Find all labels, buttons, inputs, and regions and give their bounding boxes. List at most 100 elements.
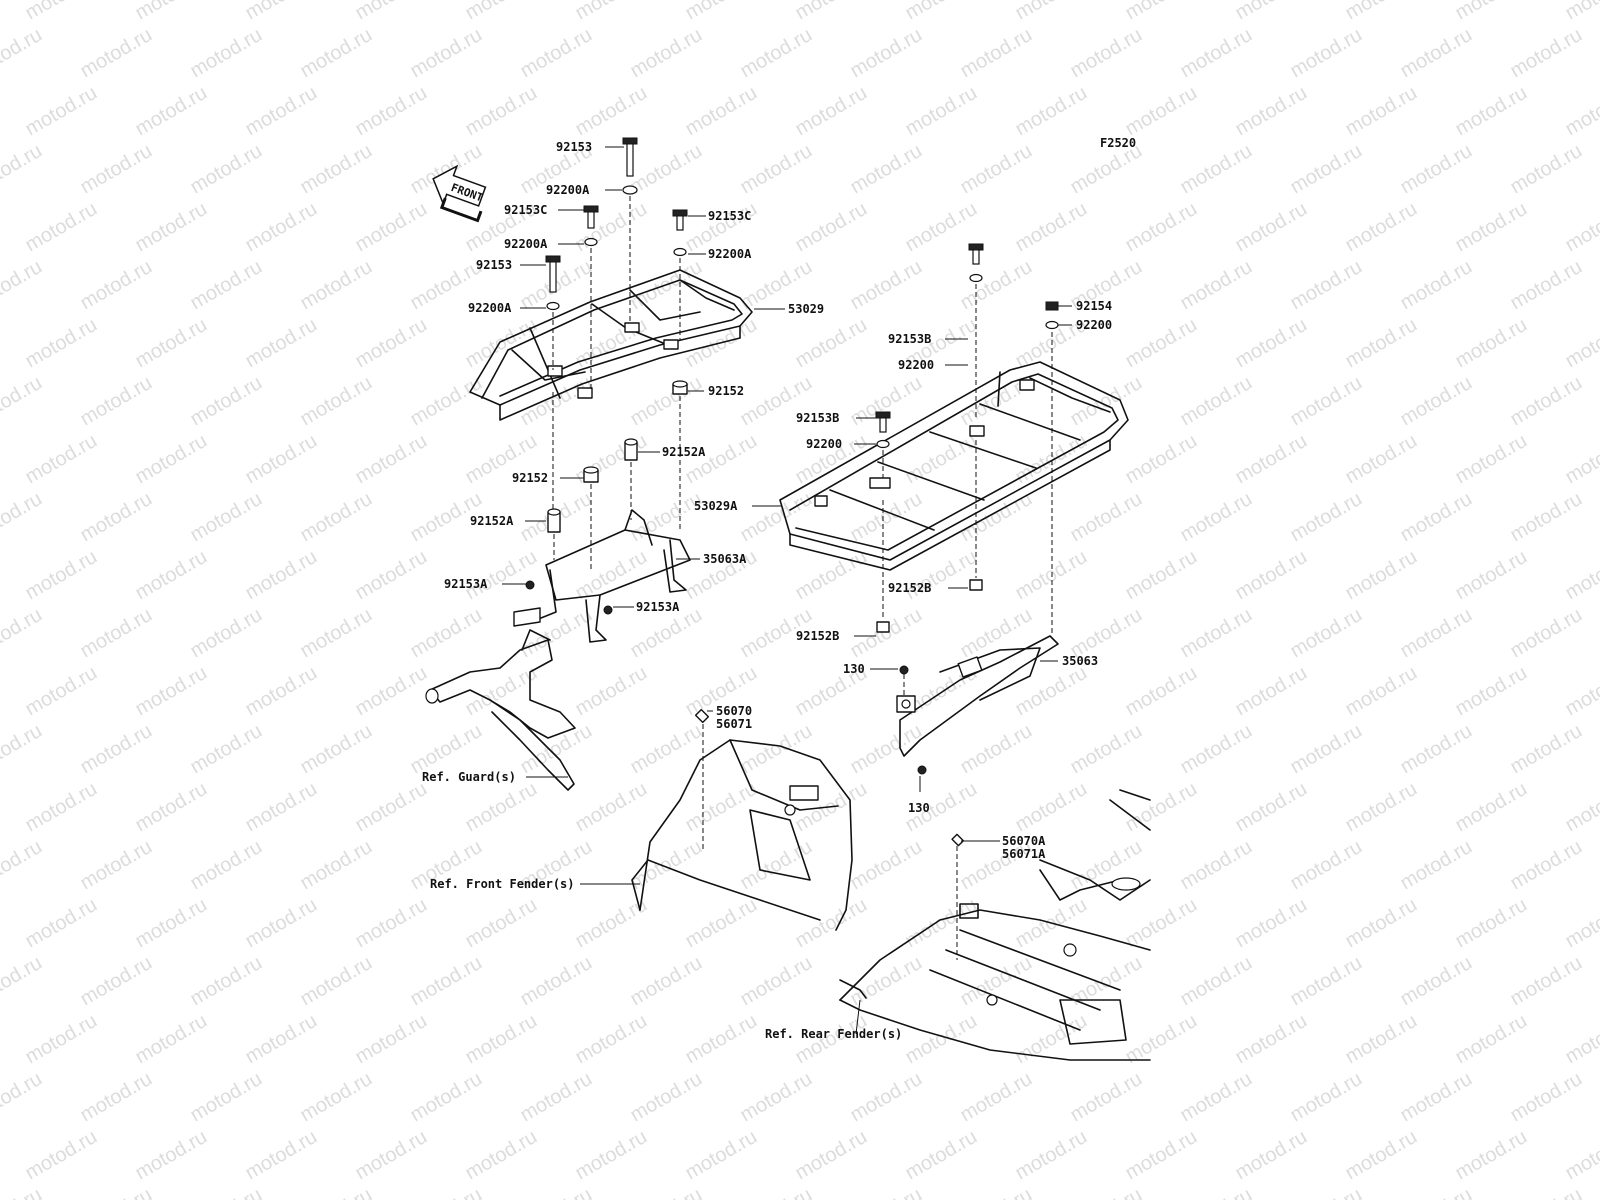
watermark-text: motod.ru (1452, 1126, 1531, 1185)
watermark-text: motod.ru (1507, 604, 1586, 663)
watermark-text: motod.ru (847, 604, 926, 663)
watermark-text: motod.ru (77, 604, 156, 663)
watermark-text: motod.ru (1232, 82, 1311, 141)
watermark-text: motod.ru (1562, 0, 1600, 24)
watermark-text: motod.ru (1342, 1126, 1421, 1185)
watermark-text: motod.ru (682, 82, 761, 141)
watermark-text: motod.ru (1122, 546, 1201, 605)
callout-56070: 56070 (716, 704, 752, 718)
watermark-text: motod.ru (77, 372, 156, 431)
watermark-text: motod.ru (1397, 140, 1476, 199)
watermark-text: motod.ru (22, 662, 101, 721)
watermark-text: motod.ru (1287, 720, 1366, 779)
watermark-text: motod.ru (187, 604, 266, 663)
watermark-text: motod.ru (1122, 662, 1201, 721)
watermark-text: motod.ru (1452, 82, 1531, 141)
watermark-text: motod.ru (0, 1184, 46, 1200)
watermark-text: motod.ru (187, 24, 266, 83)
watermark-text: motod.ru (242, 82, 321, 141)
watermark-text: motod.ru (1562, 1126, 1600, 1185)
watermark-text: motod.ru (902, 894, 981, 953)
watermark-text: motod.ru (1397, 720, 1476, 779)
watermark-text: motod.ru (77, 256, 156, 315)
watermark-text: motod.ru (1177, 1068, 1256, 1127)
watermark-text: motod.ru (407, 1068, 486, 1127)
callout-92154: 92154 (1076, 299, 1112, 313)
watermark-text: motod.ru (297, 836, 376, 895)
callout-92153A: 92153A (636, 600, 680, 614)
watermark-text: motod.ru (1177, 836, 1256, 895)
callout-92152: 92152 (512, 471, 548, 485)
watermark-text: motod.ru (1342, 82, 1421, 141)
watermark-text: motod.ru (1122, 778, 1201, 837)
watermark-text: motod.ru (77, 952, 156, 1011)
watermark-text: motod.ru (792, 314, 871, 373)
leader-lines (502, 146, 1072, 1035)
watermark-text: motod.ru (297, 952, 376, 1011)
watermark-text: motod.ru (1287, 952, 1366, 1011)
watermark-text: motod.ru (627, 720, 706, 779)
watermark-text: motod.ru (957, 720, 1036, 779)
watermark-text: motod.ru (1507, 1068, 1586, 1127)
callout-92200A: 92200A (468, 301, 512, 315)
watermark-text: motod.ru (462, 0, 541, 24)
callout-56071: 56071 (716, 717, 752, 731)
watermark-text: motod.ru (1177, 24, 1256, 83)
watermark-text: motod.ru (22, 1010, 101, 1069)
watermark-text: motod.ru (0, 604, 46, 663)
watermark-text: motod.ru (517, 24, 596, 83)
watermark-text: motod.ru (407, 372, 486, 431)
watermark-text: motod.ru (132, 662, 211, 721)
watermark-text: motod.ru (462, 546, 541, 605)
watermark-text: motod.ru (407, 24, 486, 83)
watermark-text: motod.ru (1177, 140, 1256, 199)
callout-92153C: 92153C (708, 209, 751, 223)
watermark-text: motod.ru (1287, 604, 1366, 663)
watermark-text: motod.ru (352, 1010, 431, 1069)
watermark-text: motod.ru (572, 0, 651, 24)
callout-53029: 53029 (788, 302, 824, 316)
watermark-text: motod.ru (737, 140, 816, 199)
watermark-text: motod.ru (1397, 952, 1476, 1011)
watermark-text: motod.ru (1397, 488, 1476, 547)
watermark-text: motod.ru (957, 604, 1036, 663)
watermark-text: motod.ru (462, 1010, 541, 1069)
watermark-text: motod.ru (22, 82, 101, 141)
watermark-text: motod.ru (737, 24, 816, 83)
watermark-text: motod.ru (627, 836, 706, 895)
callout-92153: 92153 (476, 258, 512, 272)
watermark-text: motod.ru (132, 198, 211, 257)
watermark-text: motod.ru (627, 24, 706, 83)
watermark-text: motod.ru (242, 430, 321, 489)
watermark-text: motod.ru (847, 488, 926, 547)
watermark-text: motod.ru (242, 894, 321, 953)
watermark-text: motod.ru (1177, 604, 1256, 663)
rear-rack-53029A (779, 361, 1129, 571)
callout-130: 130 (908, 801, 930, 815)
watermark-text: motod.ru (1342, 778, 1421, 837)
watermark-text: motod.ru (1012, 198, 1091, 257)
watermark-text: motod.ru (627, 1184, 706, 1200)
watermark-text: motod.ru (77, 140, 156, 199)
watermark-text: motod.ru (1122, 1126, 1201, 1185)
watermark-text: motod.ru (77, 720, 156, 779)
watermark-text: motod.ru (352, 430, 431, 489)
watermark-text: motod.ru (1562, 894, 1600, 953)
watermark-text: motod.ru (1232, 198, 1311, 257)
callout-92200: 92200 (1076, 318, 1112, 332)
watermark-text: motod.ru (132, 546, 211, 605)
callout-130: 130 (843, 662, 865, 676)
watermark-text: motod.ru (1507, 24, 1586, 83)
watermark-text: motod.ru (1562, 546, 1600, 605)
watermark-text: motod.ru (132, 1126, 211, 1185)
guard-ref-drawing (425, 629, 576, 791)
watermark-text: motod.ru (242, 546, 321, 605)
rear-fender-ref-drawing (839, 789, 1151, 1061)
callout-35063: 35063 (1062, 654, 1098, 668)
callout-92153A: 92153A (444, 577, 488, 591)
watermark-text: motod.ru (1562, 82, 1600, 141)
watermark-text: motod.ru (1452, 0, 1531, 24)
watermark-text: motod.ru (792, 82, 871, 141)
watermark-text: motod.ru (352, 314, 431, 373)
